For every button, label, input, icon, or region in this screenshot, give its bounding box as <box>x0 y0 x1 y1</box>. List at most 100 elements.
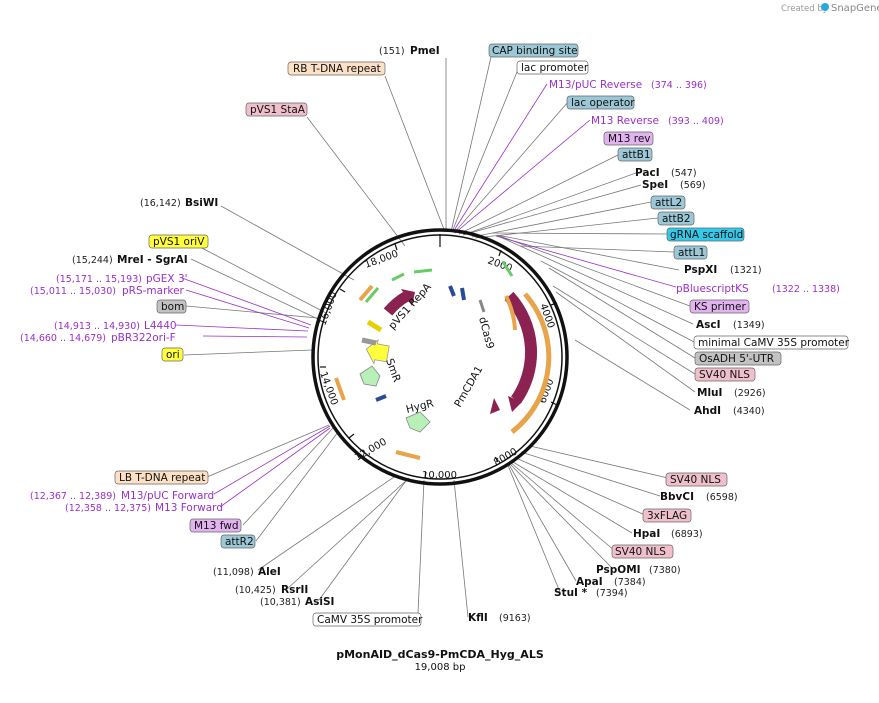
hygr-arrow[interactable] <box>405 411 431 433</box>
feature-box <box>161 347 184 362</box>
enzyme-position: (6598) <box>706 492 738 503</box>
primer-name: M13/pUC Reverse <box>549 79 642 91</box>
enzyme-position: (151) <box>379 46 405 57</box>
enzyme-position: (569) <box>680 180 706 191</box>
leader-lines <box>183 56 696 618</box>
feature-box <box>689 299 750 314</box>
enzyme-position: (547) <box>671 168 697 179</box>
enzyme-name: BsiWI <box>185 197 218 209</box>
feature-box <box>488 43 579 58</box>
feature-box <box>650 195 686 210</box>
feature-box <box>148 234 209 249</box>
enzyme-position: (7384) <box>614 577 646 588</box>
feature-box <box>114 470 209 485</box>
primer-name: M13/pUC Forward <box>121 490 214 502</box>
primer-position: (12,367 .. 12,389) <box>30 491 116 502</box>
feature-label: minimal CaMV 35S promoter <box>698 337 850 349</box>
created-by-text: Created by <box>781 4 828 14</box>
arc-label-dcas9: dCas9 <box>476 316 496 351</box>
feature-label: M13 rev <box>608 133 651 145</box>
feature-box <box>245 102 308 117</box>
feature-label: OsADH 5'-UTR <box>699 353 774 365</box>
enzyme-name: MreI - SgrAI <box>117 254 188 266</box>
feature-box <box>220 534 256 549</box>
feature-label: SV40 NLS <box>615 546 666 558</box>
enzyme-position: (16,142) <box>140 198 181 209</box>
feature-box <box>566 95 635 110</box>
enzyme-position: (11,098) <box>213 567 254 578</box>
brand-name: SnapGene <box>831 3 879 14</box>
feature-label: RB T-DNA repeat <box>293 63 381 75</box>
enzyme-name: PspXI <box>684 264 717 276</box>
arc-label-smr: SmR <box>383 357 403 384</box>
ruler-label: 10,000 <box>422 470 457 481</box>
orf-arc-bottom <box>395 450 421 460</box>
enzyme-name: AhdI <box>694 405 721 417</box>
feature-box <box>611 544 674 559</box>
att-mark <box>460 287 466 301</box>
enzyme-position: (10,381) <box>260 597 301 608</box>
enzyme-position: (6893) <box>671 529 703 540</box>
feature-label: 3xFLAG <box>647 510 687 522</box>
dcas9-feature-arc[interactable] <box>504 291 538 404</box>
enzyme-position: (15,244) <box>72 255 113 266</box>
plasmid-size: 19,008 bp <box>415 662 466 673</box>
feature-label: M13 fwd <box>194 520 239 532</box>
primer-name: pBluescriptKS <box>676 283 749 295</box>
primer-name: M13 Forward <box>155 502 223 514</box>
primer-labels: M13/pUC Reverse (374 .. 396) M13 Reverse… <box>20 79 840 514</box>
primer-name: pRS-marker <box>122 285 185 297</box>
primer-position: (12,358 .. 12,375) <box>65 503 151 514</box>
feature-box <box>673 245 708 260</box>
feature-box <box>287 61 386 76</box>
enzyme-position: (2926) <box>734 388 766 399</box>
enzyme-name: AleI <box>258 566 281 578</box>
pmcda1-feature-arc[interactable] <box>490 398 500 414</box>
green-arrow <box>364 287 380 303</box>
dcas9-arrowhead <box>508 396 522 412</box>
primer-position: (374 .. 396) <box>651 80 707 91</box>
arc-label-pmcda1: PmCDA1 <box>452 364 485 410</box>
pvs1-oriv-mark <box>366 319 383 333</box>
enzyme-name: ApaI <box>576 576 603 588</box>
primer-position: (15,171 .. 15,193) <box>56 274 142 285</box>
enzyme-name: AscI <box>696 319 721 331</box>
primer-name: M13 Reverse <box>591 115 659 127</box>
enzyme-position: (7394) <box>596 588 628 599</box>
enzyme-name: PacI <box>635 167 660 179</box>
feature-label: pVS1 StaA <box>250 104 306 116</box>
green-arrow <box>413 268 433 274</box>
feature-label: attL2 <box>655 197 682 209</box>
feature-label: KS primer <box>694 301 746 313</box>
bom-mark <box>361 337 377 346</box>
feature-box <box>666 227 745 242</box>
feature-label: pVS1 oriV <box>153 236 205 248</box>
enzyme-position: (1321) <box>730 265 762 276</box>
enzyme-name: PmeI <box>410 45 440 57</box>
att-mark <box>478 299 486 313</box>
enzyme-name: PspOMI <box>596 564 641 576</box>
feature-label: CAP binding site <box>492 45 578 57</box>
primer-position: (15,011 .. 15,030) <box>30 286 116 297</box>
orf-arc-right <box>510 292 552 434</box>
feature-box <box>665 472 728 487</box>
enzyme-name: BbvCI <box>660 491 694 503</box>
feature-box <box>694 367 756 382</box>
snapgene-logo-icon <box>821 3 829 11</box>
ruler-ticks <box>320 234 558 479</box>
smr-arrow[interactable] <box>359 365 381 387</box>
backbone-outer <box>311 228 569 486</box>
feature-box <box>603 131 654 146</box>
enzyme-position: (9163) <box>499 613 531 624</box>
enzyme-position: (1349) <box>733 320 765 331</box>
enzyme-name: SpeI <box>642 179 668 191</box>
green-arrow <box>391 272 405 282</box>
primer-position: (14,660 .. 14,679) <box>20 333 106 344</box>
feature-box <box>312 612 422 627</box>
orf-arc-left-top <box>358 284 374 302</box>
plasmid-name: pMonAID_dCas9-PmCDA_Hyg_ALS <box>336 648 544 661</box>
pvs1-staa-arrow <box>401 289 415 306</box>
enzyme-name: RsrII <box>281 584 308 596</box>
feature-box <box>516 60 589 75</box>
